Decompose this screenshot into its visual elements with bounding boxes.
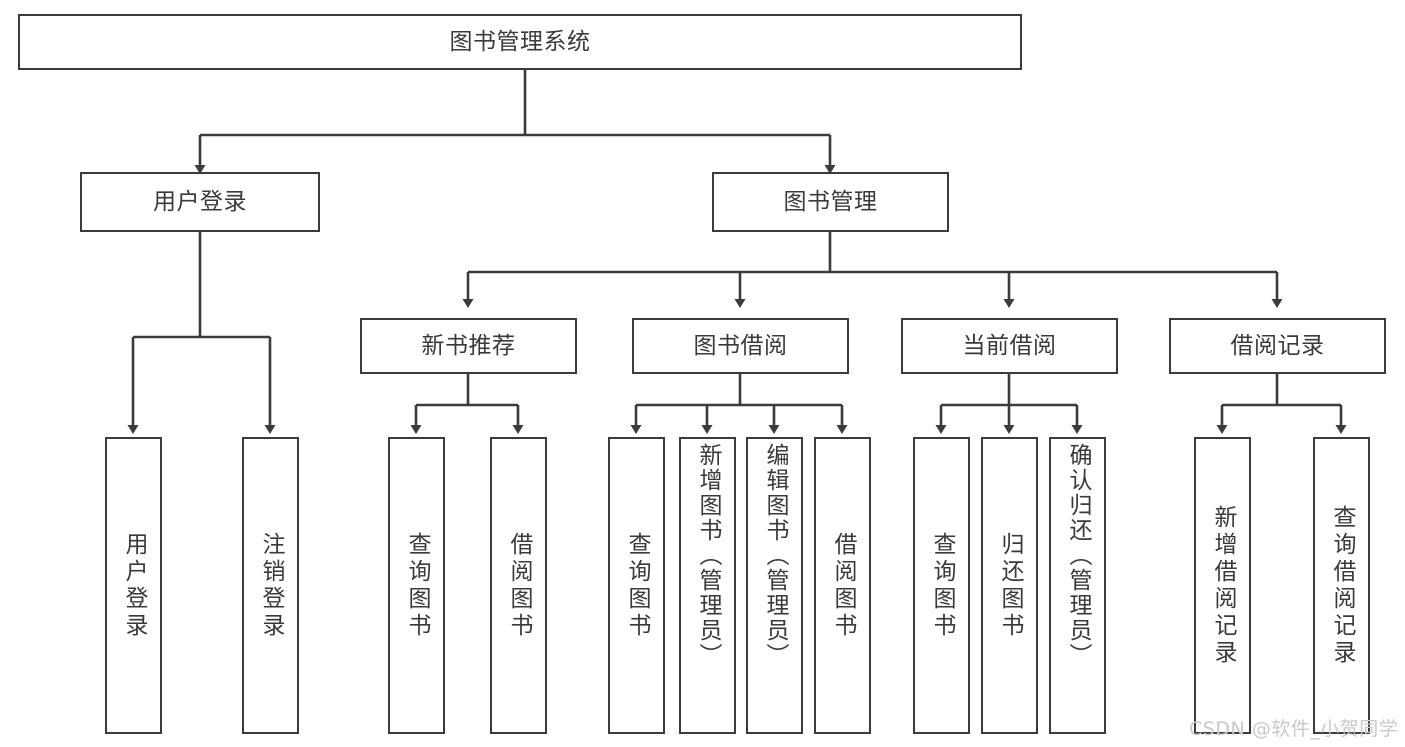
node-leaf-query-record-label: 查询借阅记录	[1329, 504, 1355, 667]
node-book-manage[interactable]: 图书管理	[712, 172, 949, 232]
node-leaf-user-login-label: 用户登录	[121, 531, 147, 640]
csdn-watermark: CSDN @软件_小贺同学	[1189, 718, 1399, 740]
node-leaf-borrow-book-1[interactable]: 借阅图书	[490, 437, 547, 734]
node-book-borrow[interactable]: 图书借阅	[632, 318, 849, 374]
node-root[interactable]: 图书管理系统	[18, 14, 1022, 70]
node-leaf-edit-book[interactable]: 编辑图书（管理员）	[746, 437, 803, 734]
node-leaf-query-book-2[interactable]: 查询图书	[608, 437, 665, 734]
node-leaf-edit-book-label: 编辑图书（管理员）	[762, 443, 788, 668]
node-leaf-query-book-1-label: 查询图书	[404, 531, 430, 640]
node-leaf-borrow-book-1-label: 借阅图书	[506, 531, 532, 640]
node-new-book-rec-label: 新书推荐	[421, 332, 516, 359]
node-borrow-record[interactable]: 借阅记录	[1169, 318, 1386, 374]
node-leaf-query-book-3[interactable]: 查询图书	[913, 437, 970, 734]
node-book-manage-label: 图书管理	[783, 188, 878, 215]
node-leaf-logout[interactable]: 注销登录	[242, 437, 299, 734]
node-user-login[interactable]: 用户登录	[80, 172, 320, 232]
node-leaf-query-book-2-label: 查询图书	[624, 531, 650, 640]
node-leaf-query-book-1[interactable]: 查询图书	[388, 437, 445, 734]
node-leaf-add-book[interactable]: 新增图书（管理员）	[679, 437, 736, 734]
node-leaf-add-record[interactable]: 新增借阅记录	[1194, 437, 1251, 734]
node-leaf-return-book-label: 归还图书	[997, 531, 1023, 640]
node-leaf-borrow-book-2[interactable]: 借阅图书	[814, 437, 871, 734]
node-leaf-return-book[interactable]: 归还图书	[981, 437, 1038, 734]
node-borrow-record-label: 借阅记录	[1230, 332, 1325, 359]
node-leaf-query-record[interactable]: 查询借阅记录	[1313, 437, 1370, 734]
node-leaf-logout-label: 注销登录	[258, 531, 284, 640]
node-leaf-add-record-label: 新增借阅记录	[1210, 504, 1236, 667]
node-current-borrow-label: 当前借阅	[962, 332, 1057, 359]
node-leaf-borrow-book-2-label: 借阅图书	[830, 531, 856, 640]
node-leaf-confirm-return[interactable]: 确认归还（管理员）	[1049, 437, 1106, 734]
node-current-borrow[interactable]: 当前借阅	[901, 318, 1118, 374]
node-new-book-rec[interactable]: 新书推荐	[360, 318, 577, 374]
node-book-borrow-label: 图书借阅	[693, 332, 788, 359]
node-leaf-add-book-label: 新增图书（管理员）	[695, 443, 721, 668]
node-user-login-label: 用户登录	[153, 188, 247, 215]
node-leaf-query-book-3-label: 查询图书	[929, 531, 955, 640]
node-root-label: 图书管理系统	[449, 28, 591, 55]
node-leaf-confirm-return-label: 确认归还（管理员）	[1065, 443, 1091, 668]
node-leaf-user-login[interactable]: 用户登录	[105, 437, 162, 734]
